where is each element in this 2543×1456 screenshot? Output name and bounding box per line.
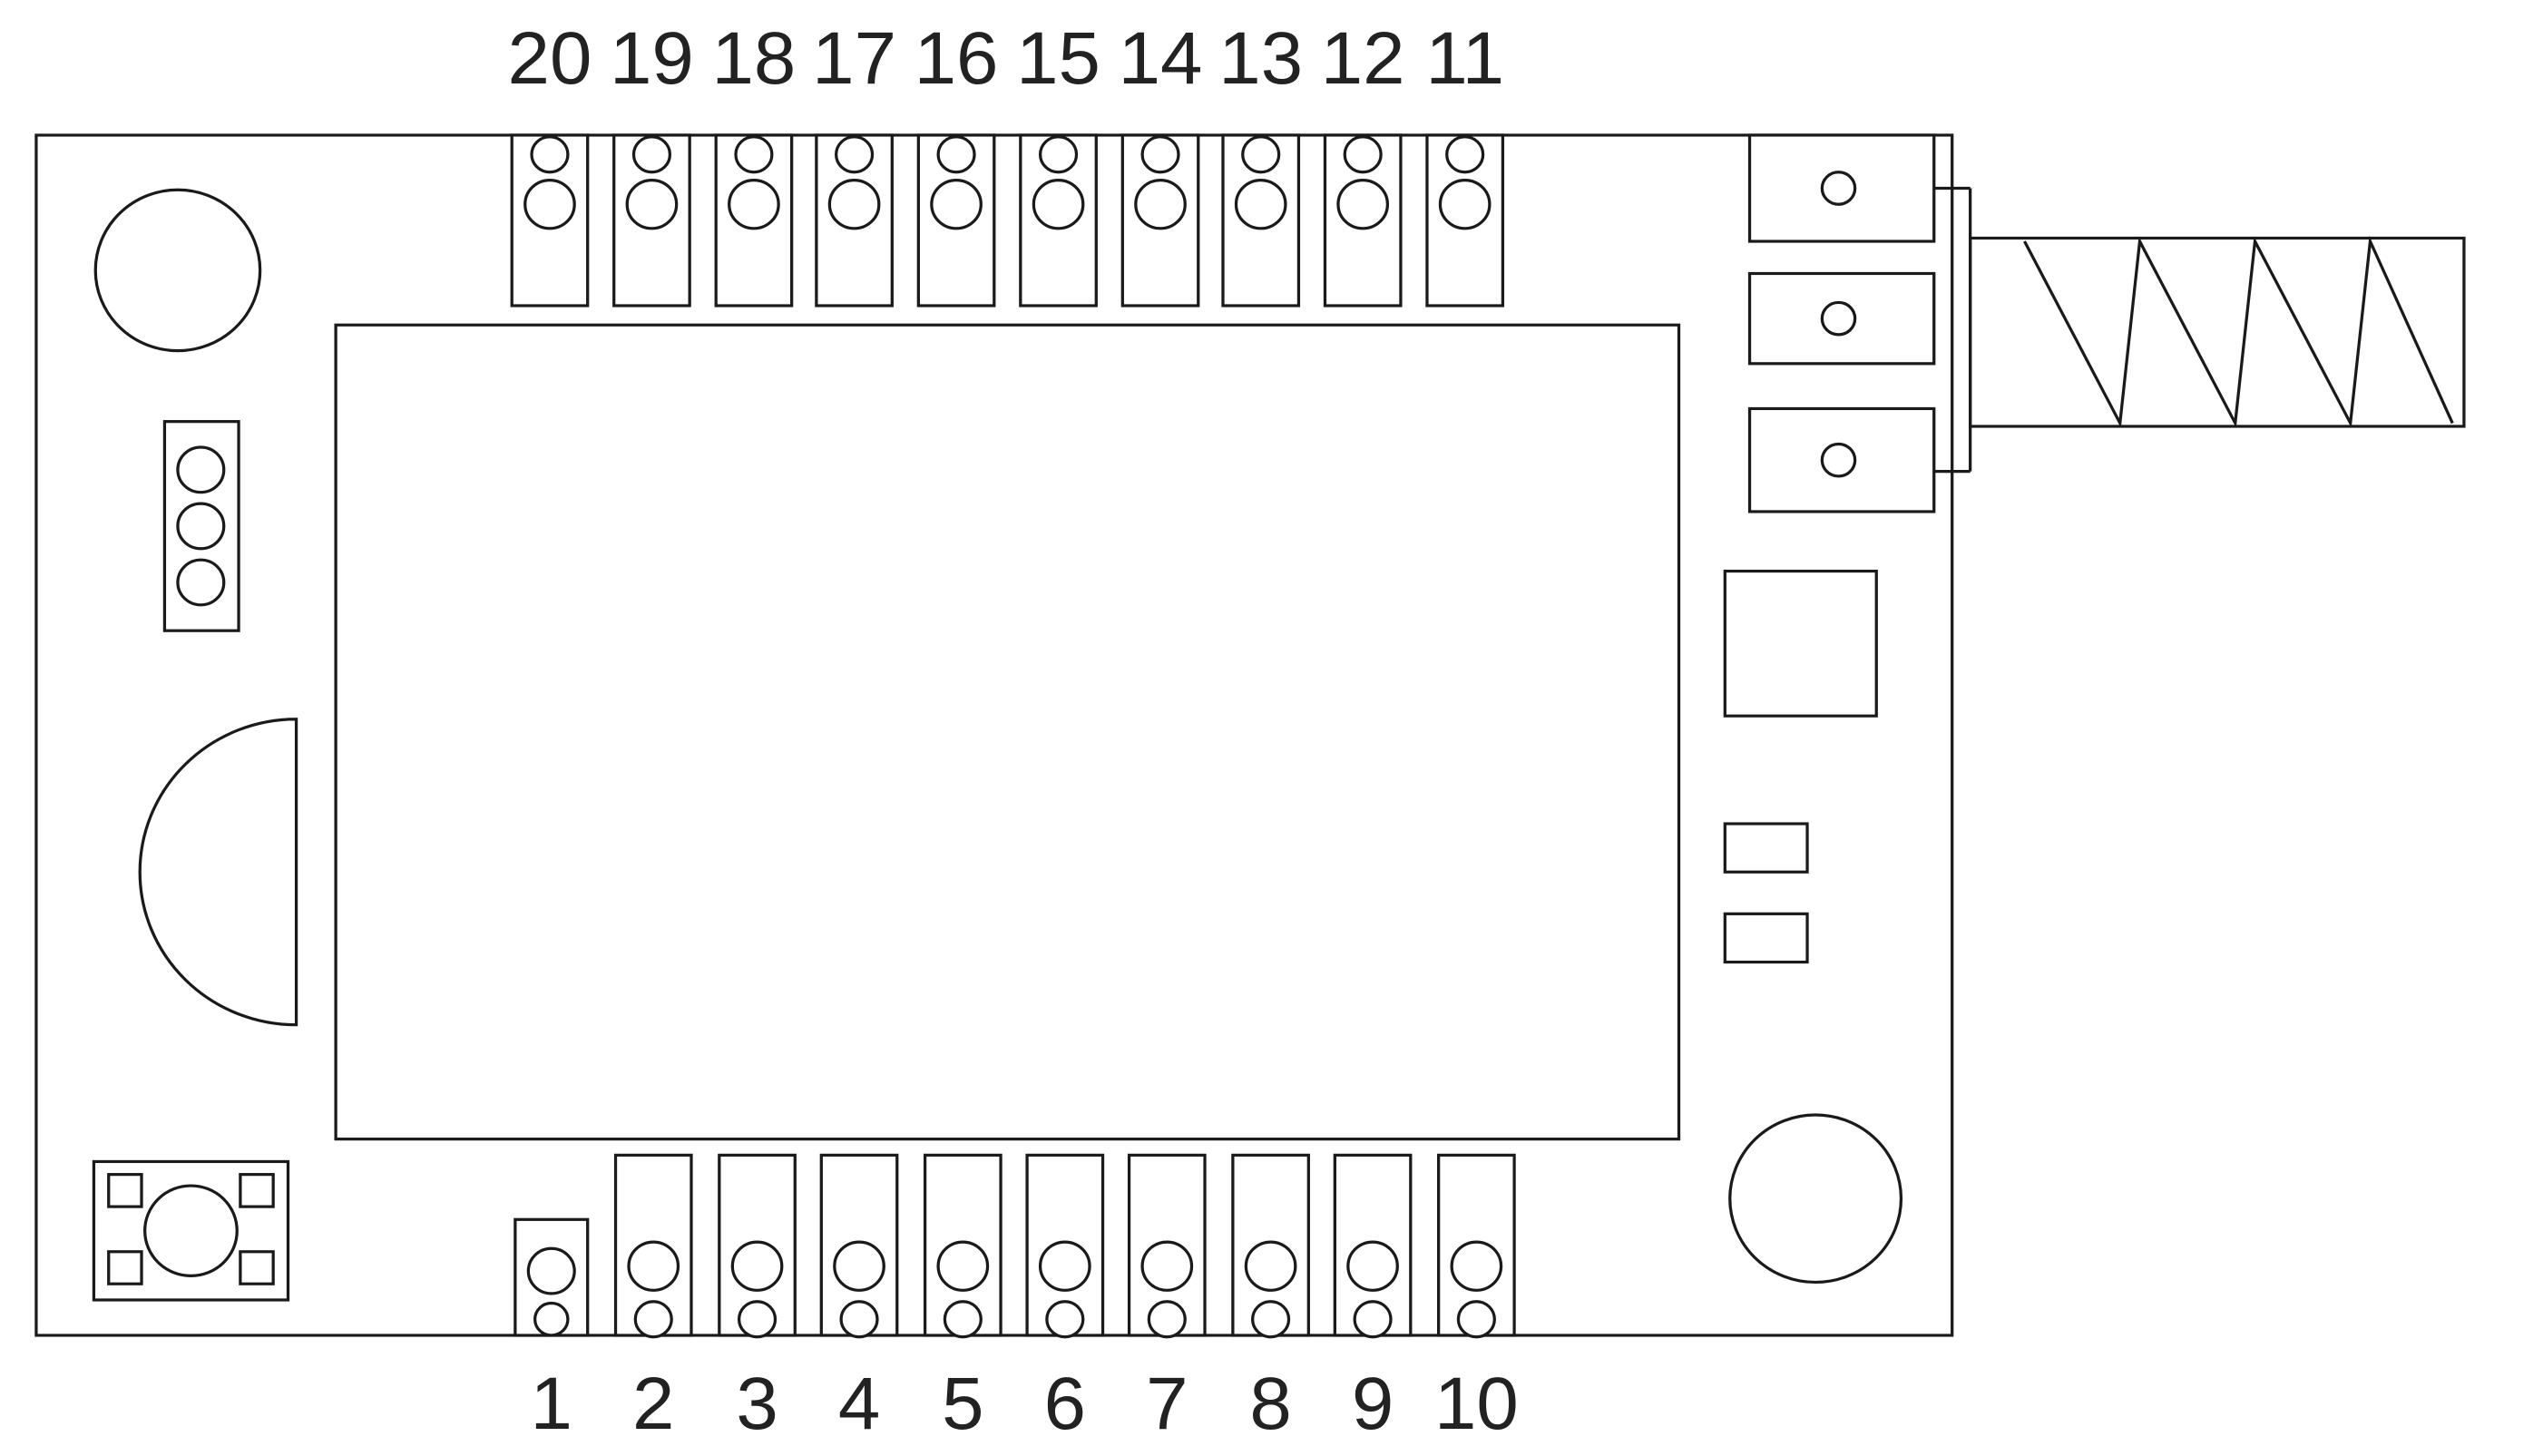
pin-label-3: 3 [736,1363,778,1445]
pin-15 [1019,133,1098,308]
pin-label-5: 5 [942,1363,983,1445]
small-rect-component-2 [1723,912,1809,964]
pin-11 [1425,133,1505,308]
pin-label-15: 15 [1016,17,1100,100]
push-button-leg-bl [107,1250,143,1285]
pin-13 [1221,133,1301,308]
antenna-pad-2-hole [1820,300,1857,337]
small-rect-component-1 [1723,822,1809,874]
push-button-leg-tl [107,1173,143,1208]
pin-19 [612,133,691,308]
pin-label-9: 9 [1352,1363,1394,1445]
pin-3 [718,1153,797,1339]
header-hole-3 [176,558,226,607]
push-button-leg-br [239,1250,275,1285]
pin-label-14: 14 [1119,17,1203,100]
pin-label-20: 20 [508,17,592,100]
push-button [92,1159,290,1302]
antenna-pad-3-hole [1820,442,1857,478]
pin-6 [1025,1153,1105,1339]
pin-label-6: 6 [1044,1363,1086,1445]
antenna-pad-2 [1747,271,1936,366]
pin-18 [714,133,794,308]
half-circle-component [138,718,298,1027]
pin-7 [1127,1153,1207,1339]
antenna-pad-1-hole [1820,171,1857,206]
pin-14 [1120,133,1200,308]
bottom-pin-labels: 1 2 3 4 5 6 7 8 9 10 [531,1363,1519,1445]
pin-label-18: 18 [712,17,797,100]
pin-20 [510,133,590,308]
pin-4 [819,1153,899,1339]
pin-17 [815,133,894,308]
pin-label-11: 11 [1425,17,1504,100]
antenna-pad-1 [1747,133,1936,243]
pin-label-13: 13 [1218,17,1303,100]
pin-label-8: 8 [1249,1363,1291,1445]
push-button-actuator [143,1184,239,1277]
header-hole-1 [176,445,226,494]
pin-label-2: 2 [632,1363,674,1445]
pin-5 [923,1153,1003,1339]
antenna-coil-zigzag [2023,235,2454,428]
pin-label-12: 12 [1321,17,1405,100]
pin-8 [1231,1153,1310,1339]
header-3pin [162,420,240,632]
pin-10 [1437,1153,1516,1339]
pin-label-4: 4 [838,1363,880,1445]
pin-label-7: 7 [1146,1363,1188,1445]
pin-label-17: 17 [812,17,896,100]
antenna-body [1969,236,2466,428]
module-shield [334,323,1681,1141]
antenna-pad-3 [1747,406,1936,513]
pin-12 [1323,133,1403,308]
pin-1 [513,1217,590,1337]
pin-9 [1333,1153,1413,1339]
push-button-leg-tr [239,1173,275,1208]
pin-16 [916,133,996,308]
antenna-connection [1933,186,2466,474]
mounting-hole-bottom-right [1728,1113,1903,1285]
pin-label-10: 10 [1434,1363,1519,1445]
mounting-hole-top-left [93,188,262,353]
header-hole-2 [176,502,226,551]
pin-label-1: 1 [531,1363,572,1445]
pin-label-19: 19 [610,17,694,100]
square-component [1723,569,1878,718]
pin-2 [613,1153,693,1339]
pin-label-16: 16 [915,17,999,100]
top-pin-labels: 20 19 18 17 16 15 14 13 12 11 [508,17,1504,100]
